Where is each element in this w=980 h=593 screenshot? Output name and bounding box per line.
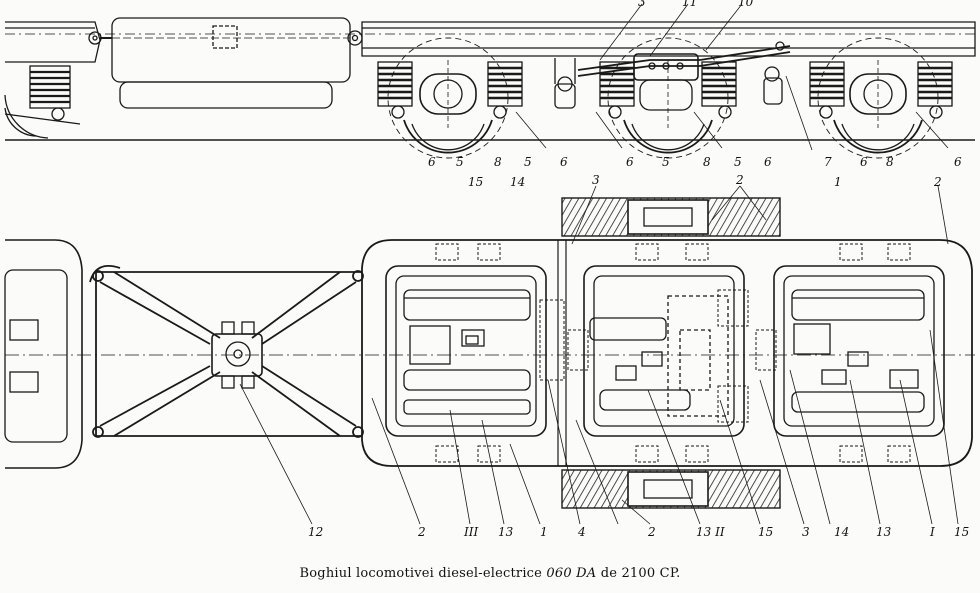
label-11: 11 — [682, 0, 698, 9]
figure-caption: Boghiul locomotivei diesel-electrice 060… — [0, 566, 980, 581]
spring-group-3a — [809, 61, 845, 119]
label-plan-4: 4 — [578, 525, 586, 539]
label-plan-2d: 2 — [648, 525, 656, 539]
label-plan-13-II: 13 II — [696, 525, 725, 539]
label-5d: 5 — [734, 155, 742, 169]
central-transverse-beam — [111, 17, 351, 83]
label-3-top: 3 — [638, 0, 646, 9]
label-7: 7 — [824, 155, 832, 169]
caption-model: 060 DA — [546, 566, 597, 581]
label-plan-2c: 2 — [418, 525, 426, 539]
left-spring — [29, 65, 71, 109]
label-plan-2a: 2 — [736, 173, 744, 187]
axle-assembly-II — [583, 265, 745, 437]
label-plan-12: 12 — [308, 525, 324, 539]
label-6b: 6 — [560, 155, 568, 169]
label-8b: 8 — [703, 155, 711, 169]
label-5c: 5 — [662, 155, 670, 169]
spring-group-2b — [701, 61, 737, 119]
top-leaf-spring — [561, 197, 781, 237]
spring-group-1a — [377, 61, 413, 119]
label-6a: 6 — [428, 155, 436, 169]
label-1-top: 1 — [834, 175, 842, 189]
left-bogie-plan — [5, 239, 83, 469]
label-10: 10 — [738, 0, 754, 9]
main-bogie-plan — [361, 239, 973, 467]
label-6f: 6 — [954, 155, 962, 169]
label-5b: 5 — [524, 155, 532, 169]
label-plan-3: 3 — [592, 173, 600, 187]
axle-assembly-III — [385, 265, 547, 437]
x-coupling-frame — [89, 264, 364, 438]
label-6d: 6 — [764, 155, 772, 169]
label-15-top: 15 — [468, 175, 484, 189]
label-plan-III: III — [464, 525, 479, 539]
label-plan-1: 1 — [540, 525, 548, 539]
label-plan-15b: 15 — [954, 525, 970, 539]
label-plan-I: I — [930, 525, 935, 539]
label-14-top: 14 — [510, 175, 526, 189]
label-6e: 6 — [860, 155, 868, 169]
label-8c: 8 — [886, 155, 894, 169]
label-5a: 5 — [456, 155, 464, 169]
axle-assembly-I — [773, 265, 945, 437]
left-wheel — [4, 94, 49, 139]
label-plan-15a: 15 — [758, 525, 774, 539]
main-bogie-frame — [361, 21, 976, 57]
side-elevation — [4, 3, 976, 159]
label-plan-2b: 2 — [934, 175, 942, 189]
label-6c: 6 — [626, 155, 634, 169]
label-plan-3b: 3 — [802, 525, 810, 539]
label-plan-13c: 13 — [876, 525, 892, 539]
central-pivot — [211, 321, 263, 389]
spring-group-3b — [917, 61, 953, 119]
label-plan-14: 14 — [834, 525, 850, 539]
plan-view — [4, 185, 975, 525]
spring-group-1b — [487, 61, 523, 119]
caption-prefix: Boghiul locomotivei diesel-electrice — [299, 566, 543, 581]
caption-suffix: de 2100 CP. — [600, 566, 681, 581]
bottom-leaf-spring — [561, 469, 781, 509]
label-plan-13a: 13 — [498, 525, 514, 539]
label-8a: 8 — [494, 155, 502, 169]
spring-group-2a — [599, 61, 635, 119]
